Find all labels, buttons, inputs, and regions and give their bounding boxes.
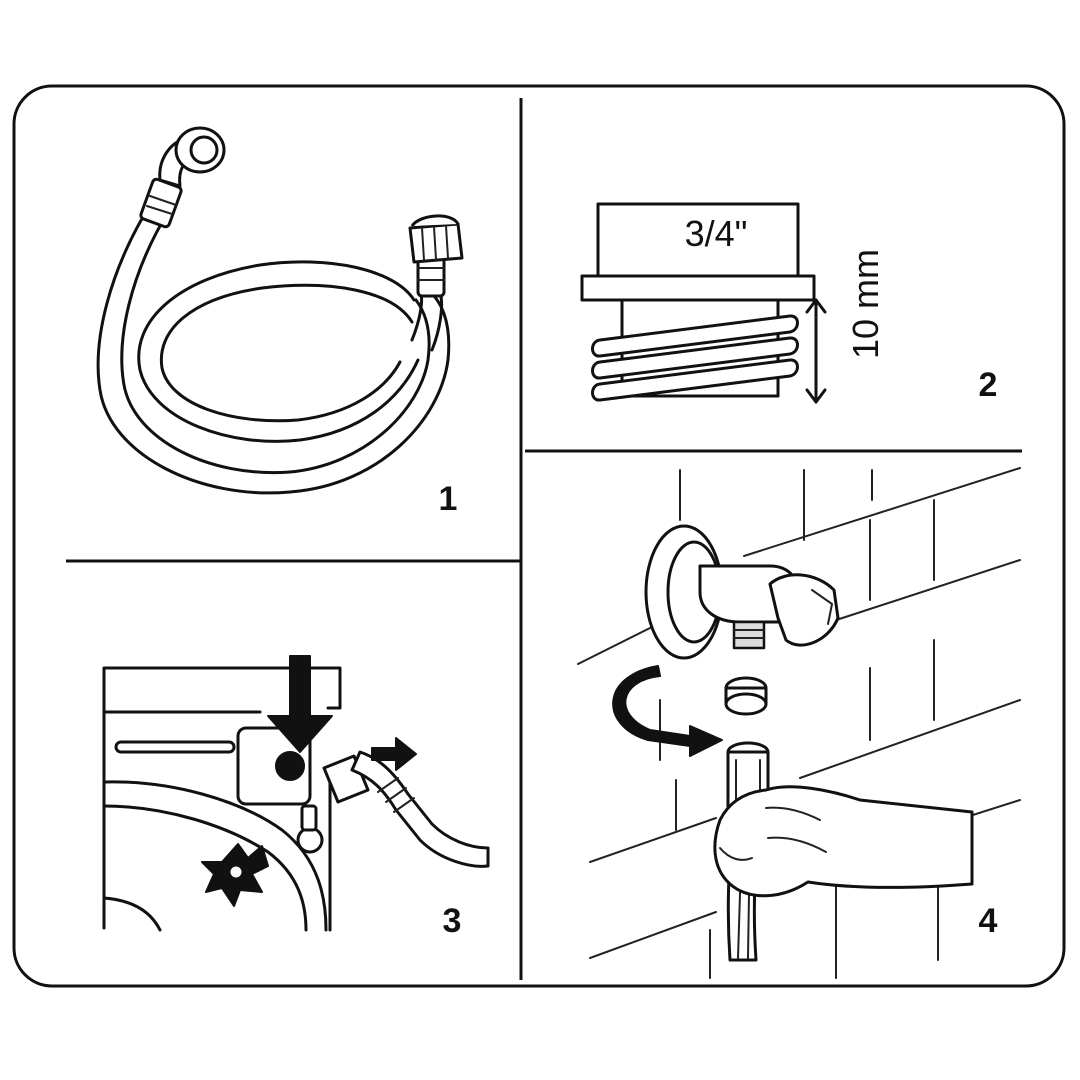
panel-4: 4 xyxy=(577,467,1021,979)
threaded-connector-icon xyxy=(580,202,827,404)
panel-2: 3/4" 10 mm 2 xyxy=(580,202,998,404)
thread-length-label: 10 mm xyxy=(845,249,886,359)
hose-to-tap-icon xyxy=(577,467,1021,979)
hose-to-machine-icon xyxy=(102,655,490,932)
diagram-frame xyxy=(12,84,1066,988)
panel-1-number: 1 xyxy=(439,480,458,518)
pull-right-arrow xyxy=(371,737,417,771)
thread-size-label: 3/4" xyxy=(685,213,748,254)
panel-1: 1 xyxy=(96,126,464,518)
panel-4-number: 4 xyxy=(979,902,998,940)
push-down-arrow xyxy=(267,655,333,753)
panel-3-number: 3 xyxy=(443,902,462,940)
rotate-arrow xyxy=(612,665,723,757)
panel-2-number: 2 xyxy=(979,366,998,404)
panel-3: 3 xyxy=(102,655,490,940)
inlet-hose-icon xyxy=(96,126,464,495)
